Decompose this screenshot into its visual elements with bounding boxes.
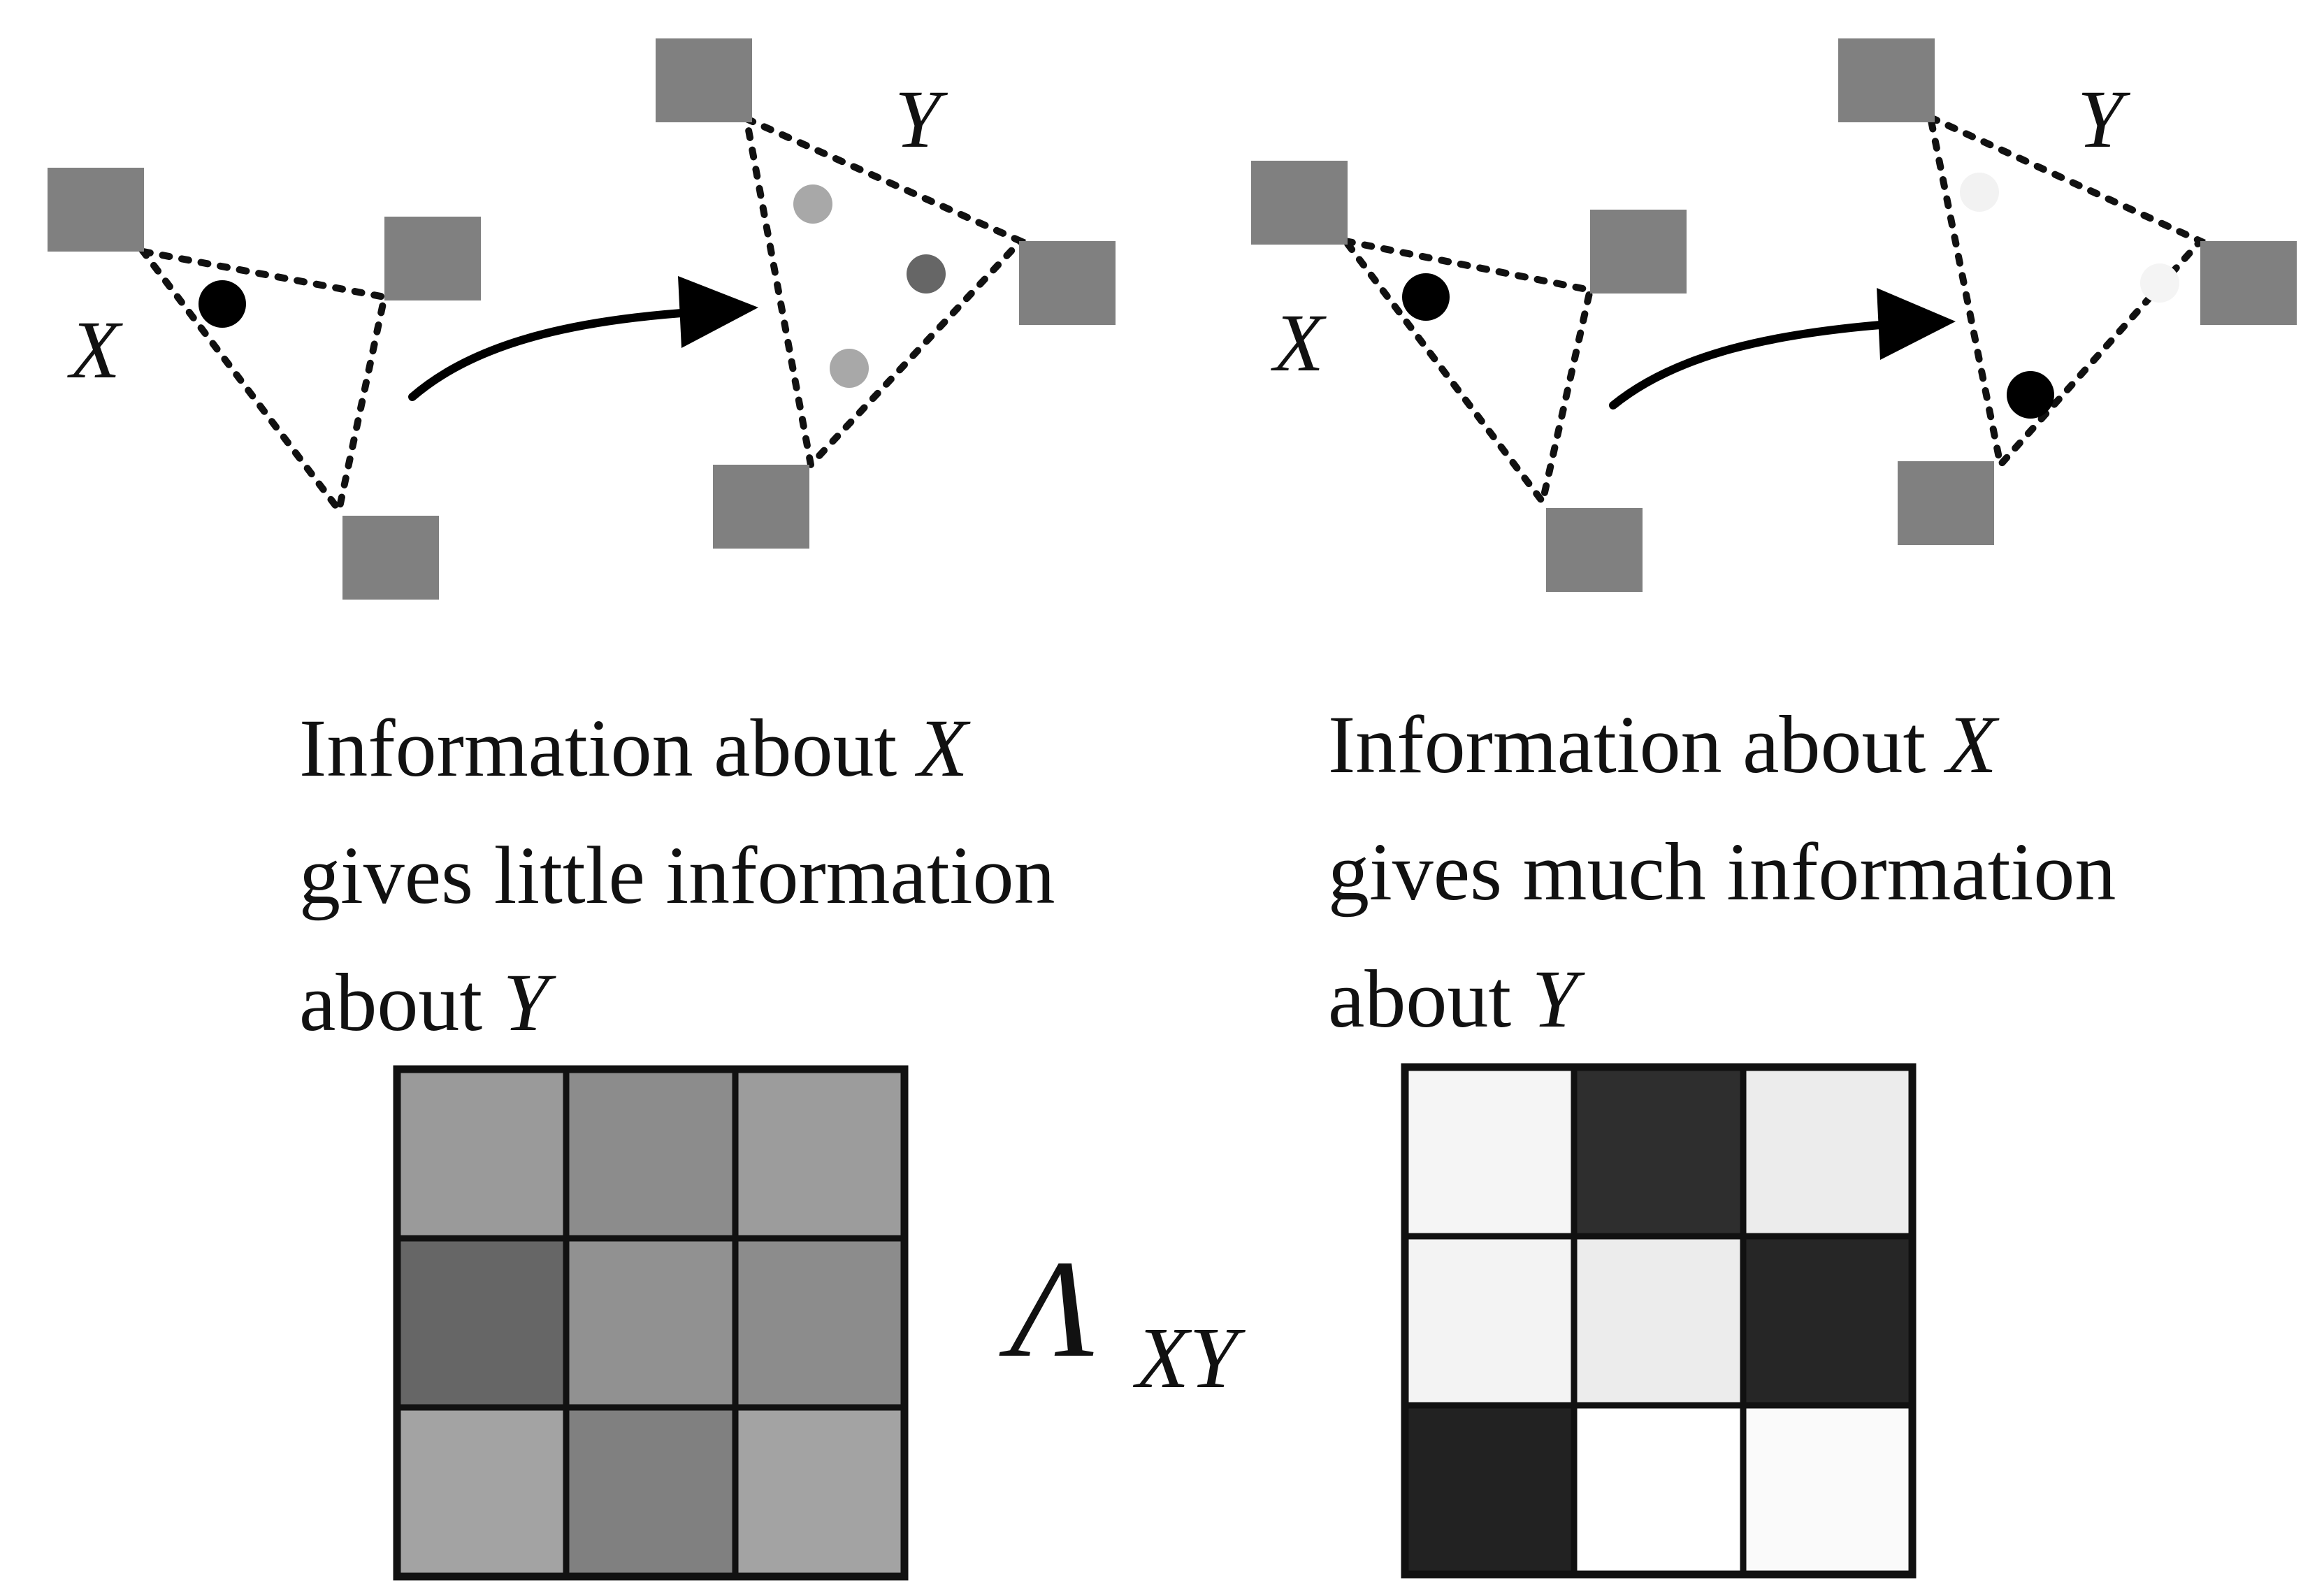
left-caption-line-1: Information about X	[299, 685, 1055, 812]
right-x-simplex: X	[1251, 161, 1687, 592]
right-matrix-cell-1-2	[1571, 1064, 1747, 1240]
right-y-label: Y	[2077, 73, 2131, 165]
right-y-point-1	[1960, 173, 1999, 212]
right-x-label: X	[1271, 297, 1327, 389]
right-mapping-arrow	[1609, 288, 1956, 410]
right-y-point-2	[2140, 263, 2179, 303]
left-x-simplex: X	[48, 168, 481, 600]
left-x-simplex-edges	[135, 246, 389, 519]
left-caption-var-x: X	[917, 702, 968, 794]
right-matrix-cell-3-3	[1740, 1402, 1916, 1578]
right-caption-line-1: Information about X	[1328, 681, 2116, 809]
left-matrix-cell-1-3	[732, 1066, 908, 1242]
left-x-anchor-2	[384, 217, 481, 300]
lambda-symbol: Λ	[999, 1232, 1095, 1386]
left-y-point-1	[793, 184, 832, 224]
left-matrix-cell-2-2	[563, 1235, 739, 1411]
right-x-anchor-2	[1590, 210, 1687, 294]
lambda-xy-label: Λ XY	[999, 1232, 1246, 1407]
left-caption-line-3: about Y	[299, 939, 1055, 1066]
right-y-point-3	[2007, 371, 2054, 419]
left-y-simplex: Y	[656, 38, 1116, 549]
right-panel: X Y	[1251, 38, 2297, 1579]
left-matrix-cell-3-2	[563, 1404, 739, 1580]
right-matrix-cell-2-1	[1401, 1233, 1578, 1409]
right-caption-var-y: Y	[1531, 953, 1578, 1045]
right-y-anchor-1	[1838, 38, 1935, 122]
right-caption-line-2: gives much information	[1328, 826, 2116, 918]
right-x-simplex-edges	[1337, 236, 1594, 510]
right-matrix-cell-2-2	[1571, 1233, 1747, 1409]
right-matrix-cell-1-1	[1401, 1064, 1578, 1240]
left-matrix-border	[393, 1065, 909, 1581]
left-panel: X Y	[48, 38, 1116, 1581]
left-caption-line-1-text: Information about	[299, 702, 918, 794]
right-x-point	[1402, 273, 1450, 321]
left-caption-line-3-text: about	[299, 957, 503, 1048]
left-x-anchor-1	[48, 168, 144, 252]
right-y-simplex: Y	[1838, 38, 2297, 545]
right-caption-line-1-text: Information about	[1328, 699, 1947, 790]
right-caption-line-3-text: about	[1328, 953, 1532, 1045]
left-y-point-2	[907, 254, 946, 294]
left-y-anchor-2	[1019, 241, 1116, 325]
left-matrix-cell-3-3	[732, 1404, 908, 1580]
right-x-anchor-3	[1546, 508, 1643, 592]
right-matrix-cell-1-3	[1740, 1064, 1916, 1240]
right-y-simplex-edges	[1926, 111, 2207, 472]
left-y-anchor-3	[713, 465, 809, 549]
left-matrix-cell-1-2	[563, 1066, 739, 1242]
right-matrix-cell-2-3	[1740, 1233, 1916, 1409]
left-x-point	[199, 280, 246, 328]
right-caption: Information about X gives much informati…	[1328, 681, 2116, 1063]
right-caption-var-x: X	[1946, 699, 1997, 790]
left-y-point-3	[830, 349, 869, 388]
left-matrix-cell-3-1	[394, 1404, 570, 1580]
left-coupling-matrix	[393, 1065, 909, 1581]
right-y-anchor-2	[2200, 241, 2297, 325]
left-y-label: Y	[895, 73, 948, 165]
left-x-anchor-3	[342, 516, 439, 600]
left-x-label: X	[67, 304, 123, 396]
right-coupling-matrix	[1401, 1063, 1917, 1579]
left-y-anchor-1	[656, 38, 752, 122]
right-matrix-cell-3-2	[1571, 1402, 1747, 1578]
lambda-subscript: XY	[1132, 1310, 1246, 1407]
right-caption-line-3: about Y	[1328, 936, 2116, 1063]
right-matrix-border	[1401, 1063, 1917, 1579]
left-mapping-arrow	[408, 276, 758, 401]
left-caption: Information about X gives little informa…	[299, 685, 1055, 1066]
right-matrix-cell-3-1	[1401, 1402, 1578, 1578]
left-matrix-cell-2-3	[732, 1235, 908, 1411]
right-x-anchor-1	[1251, 161, 1348, 245]
left-matrix-cell-1-1	[394, 1066, 570, 1242]
left-y-simplex-edges	[742, 113, 1027, 472]
left-caption-var-y: Y	[503, 957, 549, 1048]
right-y-anchor-3	[1898, 461, 1994, 545]
left-matrix-cell-2-1	[394, 1235, 570, 1411]
left-caption-line-2: gives little information	[299, 829, 1055, 921]
